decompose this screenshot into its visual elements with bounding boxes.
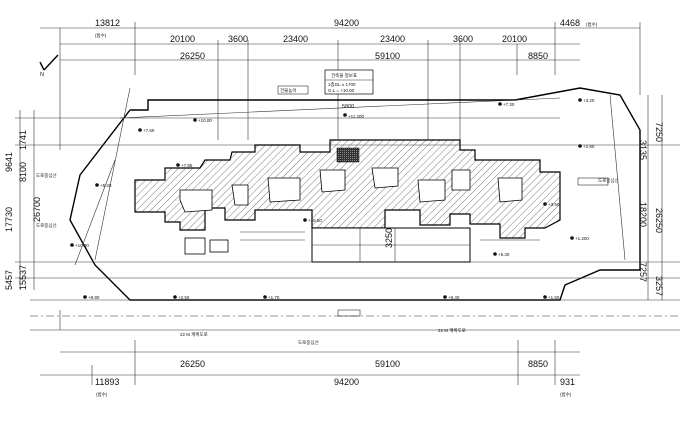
label-road-center-1: 도로중심선 bbox=[36, 172, 57, 178]
left-dim-7: 15537 bbox=[18, 265, 28, 290]
right-dim-4: 26250 bbox=[654, 208, 664, 233]
bottom-dimension-text: 26250 59100 8850 11893 (범수) 94200 931 (범… bbox=[95, 359, 575, 398]
right-dim-3: 18200 bbox=[638, 202, 648, 227]
north-arrow-label: N bbox=[40, 72, 44, 78]
left-dimensions: 9641 1741 8100 26700 17730 5457 15537 bbox=[4, 110, 42, 290]
top-dim-seg-4: 23400 bbox=[380, 34, 405, 44]
north-arrow: N bbox=[39, 54, 59, 78]
top-dimension-lines bbox=[40, 22, 641, 150]
level-9: +10.80 bbox=[75, 243, 89, 248]
parking-stalls bbox=[240, 231, 540, 241]
level-1: +10.00 bbox=[198, 118, 212, 123]
bottom-dimension-lines bbox=[40, 340, 580, 385]
left-dim-3: 8100 bbox=[18, 162, 28, 182]
middle-dim-2: 5800 bbox=[342, 104, 354, 110]
bottom-dim-span-1: 26250 bbox=[180, 359, 205, 369]
level-11: +2.50 bbox=[178, 295, 190, 300]
bottom-dim-span-3: 8850 bbox=[528, 359, 548, 369]
legend-title: 건축물 정보표 bbox=[331, 72, 357, 79]
right-dim-5: 7257 bbox=[638, 262, 648, 282]
level-6: +3.20 bbox=[583, 98, 595, 103]
level-14: +1.50 bbox=[548, 295, 560, 300]
label-building-height: 건물높이 bbox=[280, 87, 297, 94]
level-4: +11.200 bbox=[348, 114, 365, 119]
level-13: +9.40 bbox=[448, 295, 460, 300]
level-18: +3.50 bbox=[548, 202, 560, 207]
middle-dim-1: 3250 bbox=[384, 228, 394, 248]
label-planned-road-2: 22 M 계획도로 bbox=[438, 327, 466, 334]
left-dim-2: 1741 bbox=[18, 130, 28, 150]
bottom-dim-span-2: 59100 bbox=[375, 359, 400, 369]
label-road-center-2: 도로중심선 bbox=[36, 222, 57, 228]
level-3: +7.85 bbox=[181, 163, 193, 168]
bottom-dim-3: 931 bbox=[560, 377, 575, 387]
top-dim-1: 13812 bbox=[95, 18, 120, 28]
right-dim-6: 3257 bbox=[654, 276, 664, 296]
top-dim-seg-6: 20100 bbox=[502, 34, 527, 44]
level-2: +7.60 bbox=[143, 128, 155, 133]
right-dimensions: 3135 7250 18200 26250 7257 3257 bbox=[638, 95, 664, 300]
level-16: +5.30 bbox=[498, 252, 510, 257]
top-dim-span-1: 26250 bbox=[180, 51, 205, 61]
top-dim-seg-2: 3600 bbox=[228, 34, 248, 44]
bottom-dim-note-2: (범수) bbox=[560, 391, 572, 398]
top-dim-seg-3: 23400 bbox=[283, 34, 308, 44]
top-dim-2: 94200 bbox=[334, 18, 359, 28]
level-5: +7.30 bbox=[503, 102, 515, 107]
level-10: +8.80 bbox=[88, 295, 100, 300]
labels: 건물높이 도로중심선 도로중심선 도로중심선 도로중심선 22 M 계획도로 2… bbox=[36, 85, 619, 345]
top-dim-note-1: (범수) bbox=[95, 32, 107, 39]
right-dim-1: 3135 bbox=[638, 140, 648, 160]
top-dim-span-2: 59100 bbox=[375, 51, 400, 61]
legend-box: 건축물 정보표 1층GL ± 1700 G.L = +10.00 bbox=[324, 69, 374, 95]
top-dimension-text: 13812 (범수) 94200 4468 (범수) 20100 3600 23… bbox=[95, 18, 598, 61]
top-dim-3: 4468 bbox=[560, 18, 580, 28]
building-footprint bbox=[134, 139, 561, 263]
top-dim-seg-5: 3600 bbox=[453, 34, 473, 44]
level-12: +1.70 bbox=[268, 295, 280, 300]
label-planned-road-1: 22 M 계획도로 bbox=[180, 331, 208, 338]
right-dim-2: 7250 bbox=[654, 122, 664, 142]
left-dim-4: 26700 bbox=[32, 197, 42, 222]
bottom-dim-note-1: (범수) bbox=[96, 391, 108, 398]
bottom-dim-1: 11893 bbox=[95, 377, 119, 387]
top-dim-span-3: 8850 bbox=[528, 51, 548, 61]
bottom-dim-2: 94200 bbox=[334, 377, 359, 387]
top-dim-note-2: (범수) bbox=[586, 21, 598, 28]
level-8: +5.20 bbox=[100, 183, 112, 188]
top-dim-seg-1: 20100 bbox=[170, 34, 195, 44]
label-road-center-4: 도로중심선 bbox=[298, 339, 319, 345]
level-7: +2.80 bbox=[583, 144, 595, 149]
left-dim-1: 9641 bbox=[4, 152, 14, 172]
level-17: +18.50 bbox=[308, 218, 322, 223]
legend-line-1: 1층GL ± 1700 bbox=[328, 81, 356, 87]
left-dim-5: 17730 bbox=[4, 207, 14, 232]
level-15: +1.200 bbox=[575, 236, 589, 241]
legend-line-2: G.L = +10.00 bbox=[328, 88, 355, 93]
left-dim-6: 5457 bbox=[4, 270, 14, 290]
level-markers: +10.00 +7.60 +7.85 +11.200 +7.30 +3.20 +… bbox=[70, 98, 595, 300]
label-road-center-3: 도로중심선 bbox=[598, 177, 619, 183]
